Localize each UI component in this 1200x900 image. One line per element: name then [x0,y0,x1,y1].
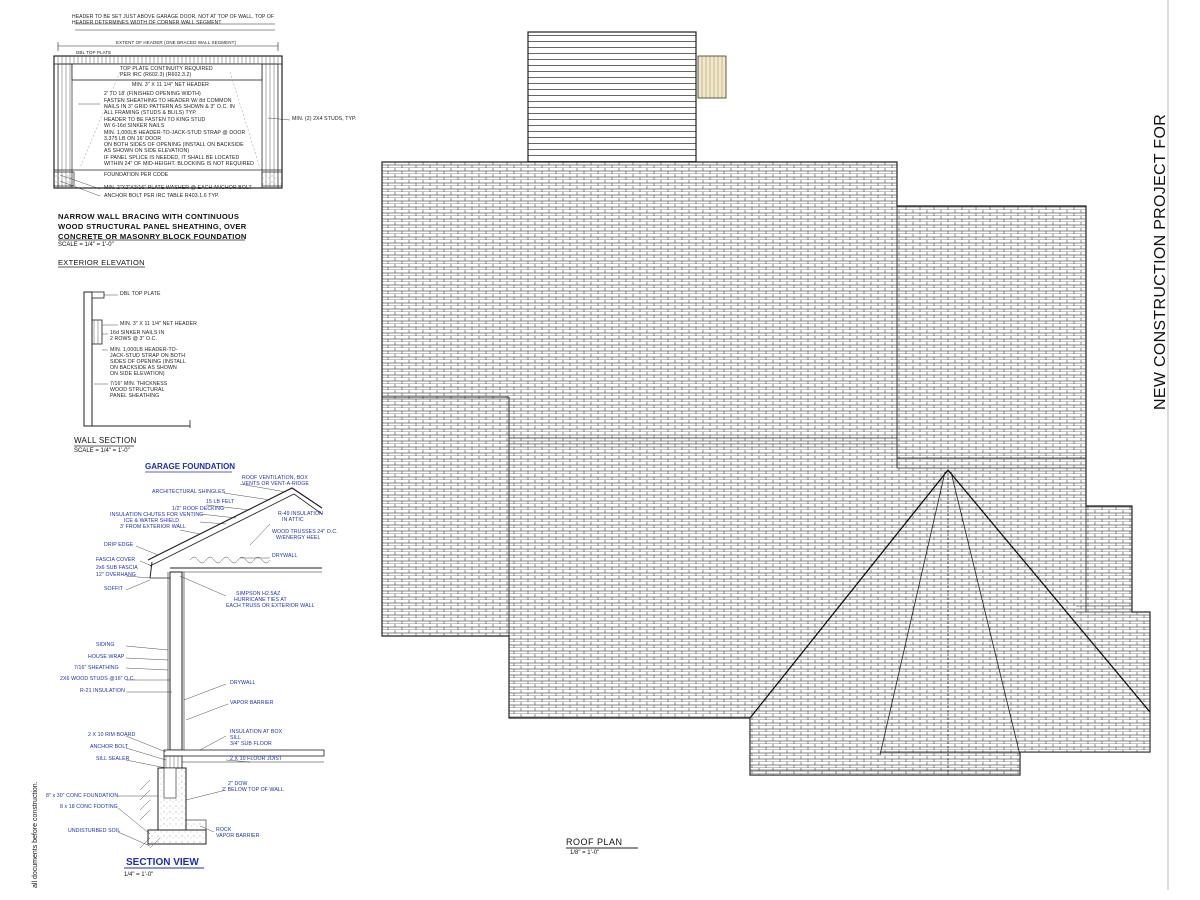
wall-section-scale: SCALE = 1/4" = 1'-0" [74,448,130,454]
elevation-note-1: TOP PLATE CONTINUITY REQUIRED [120,66,213,72]
section-note-anchor-bolt: ANCHOR BOLT [90,744,129,750]
elevation-note-3: MIN. 3" X 11 1/4" NET HEADER [132,82,209,88]
section-note-sill-sealer: SILL SEALER [96,756,130,762]
header-placement-note: HEADER TO BE SET JUST ABOVE GARAGE DOOR,… [72,14,275,26]
section-note-simpson-1: SIMPSON H2.5AZ [236,591,281,597]
section-note-roof-vent-2: VENTS OR VENT-A-RIDGE [242,481,309,487]
wall-section-note-3: 16d SINKER NAILS IN [110,330,165,336]
section-note-r49-1: R-49 INSULATION [278,511,323,517]
section-note-felt: 15 LB FELT [206,499,235,505]
section-note-dow-1: 2" DOW [228,781,248,787]
section-note-sub-fascia: 2x6 SUB FASCIA [96,565,138,571]
section-note-sub-floor: 3/4" SUB FLOOR [230,741,272,747]
section-note-trusses-2: W/ENERGY HEEL [276,535,321,541]
elevation-note-6: NAILS IN 3" GRID PATTERN AS SHOWN & 3" O… [104,104,235,110]
studs-note: MIN. (2) 2X4 STUDS, TYP. [292,116,357,122]
section-note-chutes: INSULATION CHUTES FOR VENTING [110,512,204,518]
elevation-note-11: 3,375 LB ON 16' DOOR [104,136,162,142]
section-note-sheathing: 7/16" SHEATHING [74,665,119,671]
elevation-note-2: PER IRC (R602.3) (R602.3.2) [120,72,192,78]
roof-plan-scale: 1/8" = 1'-0" [570,850,600,856]
section-view-title: SECTION VIEW [126,857,199,868]
elevation-note-8: HEADER TO BE FASTEN TO KING STUD [104,117,206,123]
section-view-scale: 1/4" = 1'-0" [124,872,154,878]
section-note-r21: R-21 INSULATION [80,688,125,694]
section-note-dow-2: 2' BELOW TOP OF WALL [222,787,284,793]
section-note-overhang: 12" OVERHANG [96,572,136,578]
section-note-siding: SIDING [96,642,115,648]
section-note-conc-footing: 8 x 18 CONC FOOTING [60,804,118,810]
section-note-box-sill-2: SILL [230,735,242,741]
elevation-note-17: MIN. 2"X2"X3/16" PLATE WASHER @ EACH ANC… [104,185,252,191]
elevation-note-15: WITHIN 24" OF MID-HEIGHT. BLOCKING IS NO… [104,161,254,167]
section-note-roof-vent-1: ROOF VENTILATION, BOX [242,475,308,481]
section-note-floor-joist: 2 X 10 FLOOR JOIST [230,756,283,762]
section-note-simpson-2: HURRICANE TIES AT [234,597,287,603]
project-title-vertical: NEW CONSTRUCTION PROJECT FOR [1152,113,1169,410]
dbl-top-plate-label: DBL TOP PLATE [76,50,112,55]
elevation-title-line-1: NARROW WALL BRACING WITH CONTINUOUS [58,212,240,221]
wall-section-note-6: JACK-STUD STRAP ON BOTH [110,353,186,359]
section-note-simpson-3: EACH TRUSS OR EXTERIOR WALL [226,603,315,609]
section-note-box-sill-1: INSULATION AT BOX [230,729,283,735]
side-note-vertical: all documents before construction. [32,781,39,888]
porch-element [697,55,727,99]
elevation-note-14: IF PANEL SPLICE IS NEEDED, IT SHALL BE L… [104,155,240,161]
wall-section-note-11: WOOD STRUCTURAL [110,387,165,393]
section-note-soffit: SOFFIT [104,586,124,592]
section-view-drawing [117,471,325,869]
elevation-scale: SCALE = 1/4" = 1'-0" [58,242,114,248]
section-note-vapor-barrier: VAPOR BARRIER [230,700,274,706]
section-note-decking: 1/2" ROOF DECKING [172,506,225,512]
section-note-house-wrap: HOUSE WRAP [88,654,125,660]
elevation-note-10: MIN. 1,000LB HEADER-TO-JACK-STUD STRAP @… [104,130,246,136]
wall-section-note-9: ON SIDE ELEVATION) [110,371,165,377]
section-note-ice-shield-1: ICE & WATER SHIELD [124,518,180,524]
wall-section-note-5: MIN. 1,000LB HEADER-TO- [110,347,178,353]
wall-section-note-12: PANEL SHEATHING [110,393,160,399]
section-note-fascia-cover: FASCIA COVER [96,557,136,563]
wall-section-title: WALL SECTION [74,436,137,445]
roof-plan [381,31,1151,776]
elevation-title-line-3: CONCRETE OR MASONRY BLOCK FOUNDATION [58,232,247,241]
section-note-studs: 2X6 WOOD STUDS @16" O.C. [60,676,136,682]
roof-siding-block [527,31,697,163]
elevation-note-5: FASTEN SHEATHING TO HEADER W/ 8d COMMON [104,98,232,104]
elevation-note-4: 2' TO 18' (FINISHED OPENING WIDTH) [104,91,201,97]
wall-section-drawing [74,291,191,447]
elevation-title-line-2: WOOD STRUCTURAL PANEL SHEATHING, OVER [58,222,247,231]
elevation-note-9: W/ 6-16d SINKER NAILS [104,123,165,129]
section-note-rock: ROCK [216,827,232,833]
wall-section-note-10: 7/16" MIN. THICKNESS [110,381,168,387]
section-note-trusses-1: WOOD TRUSSES 24" O.C. [272,529,338,535]
section-note-drywall-ceiling: DRYWALL [272,553,298,559]
section-note-rim-board: 2 X 10 RIM BOARD [88,732,136,738]
header-extent-label: EXTENT OF HEADER (ONE BRACED WALL SEGMEN… [116,40,237,45]
roof-plan-title: ROOF PLAN [566,837,623,847]
section-note-shingles: ARCHITECTURAL SHINGLES [152,489,226,495]
section-note-vapor-barrier-2: VAPOR BARRIER [216,833,260,839]
elevation-note-16: FOUNDATION PER CODE [104,172,169,178]
section-note-soil: UNDISTURBED SOIL [68,828,121,834]
exterior-elevation-subtitle: EXTERIOR ELEVATION [58,258,145,267]
elevation-note-13: AS SHOWN ON SIDE ELEVATION) [104,148,190,154]
elevation-note-7: ALL FRAMING (STUDS & BLILS) TYP. [104,110,197,116]
wall-section-note-4: 2 ROWS @ 3" O.C. [110,336,158,342]
section-note-drywall-wall: DRYWALL [230,680,256,686]
elevation-note-18: ANCHOR BOLT PER IRC TABLE R403.1.6 TYP. [104,193,220,199]
section-note-ice-shield-2: 3' FROM EXTERIOR WALL [120,524,187,530]
wall-section-note-7: SIDES OF OPENING (INSTALL [110,359,186,365]
section-note-drip-edge: DRIP EDGE [104,542,134,548]
section-note-conc-foundation: 8" x 30" CONC FOUNDATION [46,793,119,799]
wall-section-note-1: DBL TOP PLATE [120,291,161,297]
garage-foundation-heading: GARAGE FOUNDATION [145,462,236,471]
section-note-r49-2: IN ATTIC [282,517,304,523]
wall-section-note-2: MIN. 3" X 11 1/4" NET HEADER [120,321,197,327]
wall-section-note-8: ON BACKSIDE AS SHOWN [110,365,177,371]
framing-elevation-drawing [53,23,291,268]
elevation-note-12: ON BOTH SIDES OF OPENING (INSTALL ON BAC… [104,142,244,148]
